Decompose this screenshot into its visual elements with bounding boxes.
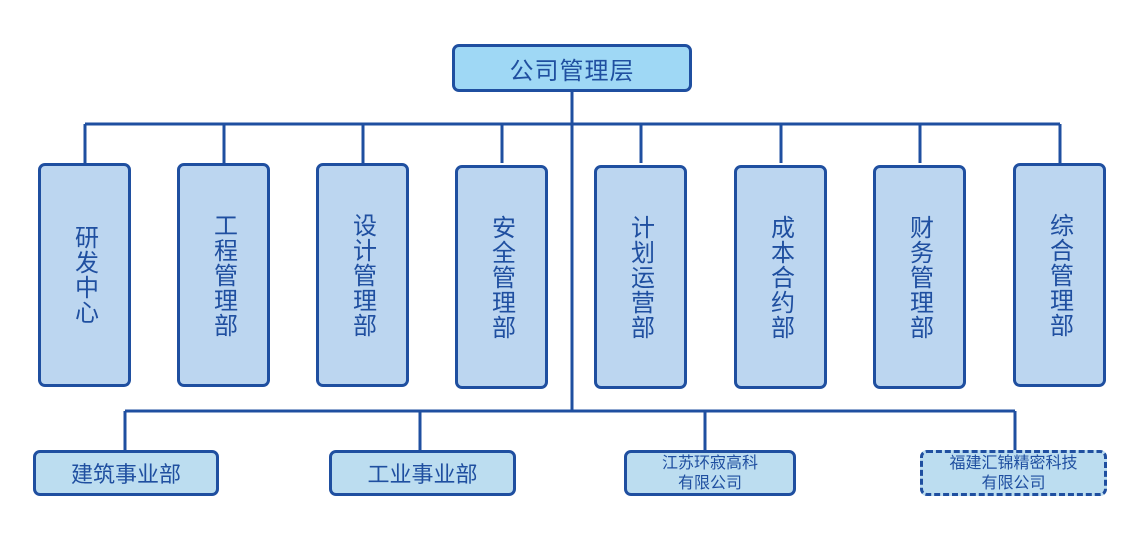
dept-node-label: 安全管理部 [487, 214, 516, 340]
dept-node-label: 设计管理部 [348, 212, 377, 338]
dept-node[interactable]: 成本合约部 [734, 165, 827, 389]
subsidiary-node[interactable]: 工业事业部 [329, 450, 516, 496]
root-node-management[interactable]: 公司管理层 [452, 44, 692, 92]
dept-node-label: 工程管理部 [209, 212, 238, 338]
subsidiary-node-label-line1: 福建汇锦精密科技 [949, 453, 1078, 472]
subsidiary-node-label: 建筑事业部 [70, 463, 181, 488]
dept-node-label: 综合管理部 [1045, 212, 1074, 338]
dept-node[interactable]: 工程管理部 [177, 163, 270, 387]
dept-node[interactable]: 综合管理部 [1013, 163, 1106, 387]
subsidiary-node-label-line2: 有限公司 [677, 473, 742, 492]
dept-node[interactable]: 研发中心 [38, 163, 131, 387]
subsidiary-node-dashed[interactable]: 福建汇锦精密科技 有限公司 [920, 450, 1107, 496]
subsidiary-node-label-line1: 江苏环寂高科 [661, 453, 758, 472]
subsidiary-node[interactable]: 江苏环寂高科 有限公司 [624, 450, 796, 496]
subsidiary-node-label: 工业事业部 [367, 463, 478, 488]
dept-node[interactable]: 财务管理部 [873, 165, 966, 389]
dept-node[interactable]: 安全管理部 [455, 165, 548, 389]
root-node-label: 公司管理层 [509, 56, 635, 85]
dept-node-label: 财务管理部 [905, 214, 934, 340]
dept-node-label: 成本合约部 [766, 214, 795, 340]
subsidiary-node-label-line2: 有限公司 [981, 473, 1046, 492]
dept-node[interactable]: 计划运营部 [594, 165, 687, 389]
dept-node-label: 计划运营部 [626, 214, 655, 340]
dept-node[interactable]: 设计管理部 [316, 163, 409, 387]
dept-node-label: 研发中心 [70, 225, 99, 325]
subsidiary-node[interactable]: 建筑事业部 [33, 450, 219, 496]
